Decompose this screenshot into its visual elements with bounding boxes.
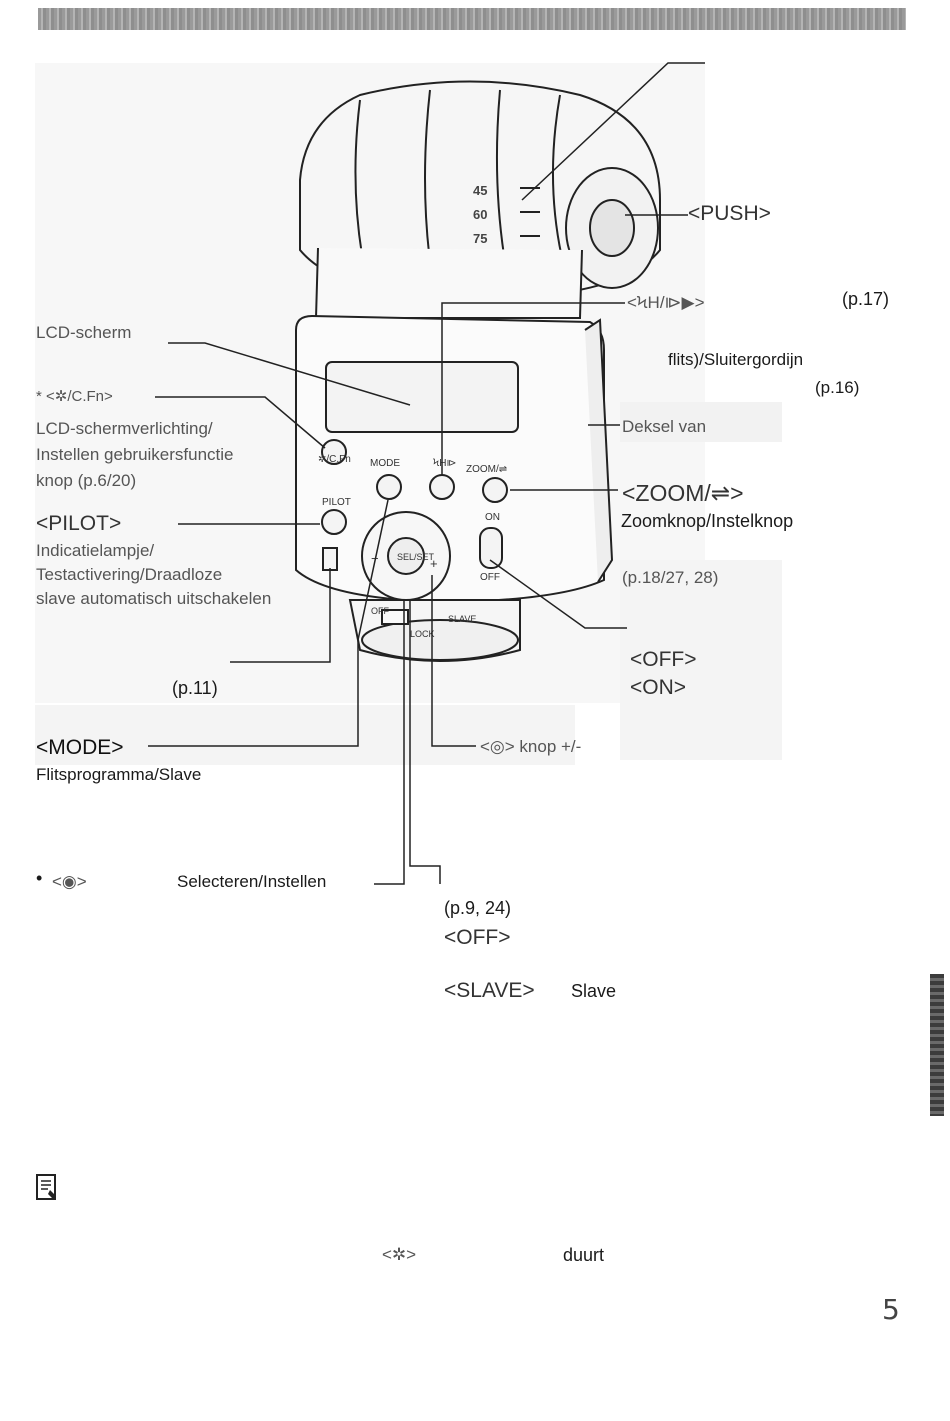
- pilot-button: [321, 509, 347, 535]
- zoom-label: <ZOOM/⇌>: [622, 480, 744, 506]
- select-desc: Selecteren/Instellen: [177, 872, 327, 891]
- svg-text:MODE: MODE: [370, 458, 400, 469]
- pilot-desc-2: Testactivering/Draadloze: [36, 565, 223, 584]
- zoom-scale-60: 60: [473, 207, 487, 222]
- bullet: •: [36, 868, 43, 888]
- cover-label: Deksel van: [622, 417, 707, 436]
- zoom-desc: Zoomknop/Instelknop: [621, 511, 794, 531]
- slave-label: <SLAVE>: [444, 979, 535, 1002]
- curtain-label: flits)/Sluitergordijn: [668, 350, 804, 369]
- svg-text:OFF: OFF: [371, 606, 389, 616]
- curtain-page-ref: (p.16): [815, 378, 860, 397]
- label-backdrop-2: [620, 560, 782, 760]
- power-switch: [479, 527, 503, 569]
- svg-text:SLAVE: SLAVE: [448, 614, 476, 624]
- svg-text:LOCK: LOCK: [410, 629, 435, 639]
- mode-button: [376, 474, 402, 500]
- mount-off-label: <OFF>: [444, 926, 511, 949]
- light-desc-3: knop (p.6/20): [36, 471, 137, 490]
- label-backdrop-3: [35, 705, 575, 765]
- zoom-scale-45: 45: [473, 183, 487, 198]
- section-tab: [930, 974, 944, 1116]
- svg-text:SEL/SET: SEL/SET: [397, 552, 435, 562]
- zoom-scale-75: 75: [473, 231, 487, 246]
- svg-text:PILOT: PILOT: [322, 497, 351, 508]
- power-page-ref: (p.18/27, 28): [622, 568, 719, 587]
- flash-head: [299, 80, 661, 319]
- svg-text:ON: ON: [485, 512, 500, 523]
- light-cfn-label: * <✲/C.Fn>: [36, 388, 113, 405]
- mode-label: <MODE>: [36, 736, 124, 759]
- lcd-label: LCD-scherm: [36, 323, 132, 342]
- mount-page-ref: (p.9, 24): [444, 898, 512, 918]
- hss-page-ref: (p.17): [842, 289, 890, 309]
- power-on-label: <ON>: [630, 676, 687, 699]
- svg-text:OFF: OFF: [480, 572, 500, 583]
- svg-text:✲/C.Fn: ✲/C.Fn: [318, 454, 351, 465]
- dial-label: <◎> knop +/-: [480, 737, 582, 756]
- svg-text:+: +: [430, 556, 438, 571]
- battery-page-ref: (p.11): [172, 678, 218, 698]
- hss-label: <ϞH/⧐▶>: [627, 293, 705, 312]
- battery-latch: [322, 547, 338, 571]
- push-label: <PUSH>: [688, 202, 771, 225]
- mounting-foot: [348, 599, 521, 662]
- light-desc-1: LCD-schermverlichting/: [36, 419, 213, 438]
- slave-desc: Slave: [571, 981, 617, 1001]
- power-off-label: <OFF>: [630, 648, 697, 671]
- header-bar: [38, 8, 906, 30]
- svg-text:ZOOM/⇌: ZOOM/⇌: [466, 464, 507, 475]
- light-cfn-button: [321, 439, 347, 465]
- pilot-desc-3: slave automatisch uitschakelen: [36, 589, 272, 608]
- leader-lines: [148, 62, 705, 885]
- light-desc-2: Instellen gebruikersfunctie: [36, 445, 234, 464]
- page-number: 5: [882, 1293, 900, 1326]
- note-icon: [36, 1174, 56, 1200]
- note-light-symbol: <✲>: [382, 1245, 417, 1264]
- sel-set-button: [387, 537, 425, 575]
- mode-desc: Flitsprogramma/Slave: [36, 765, 202, 784]
- hss-button: [429, 474, 455, 500]
- note-word: duurt: [563, 1245, 605, 1265]
- label-backdrop: [620, 402, 782, 442]
- svg-text:ϞH⧐: ϞH⧐: [433, 458, 456, 469]
- select-label: <◉>: [52, 872, 87, 891]
- pilot-desc-1: Indicatielampje/: [36, 541, 155, 560]
- pilot-label: <PILOT>: [36, 512, 122, 535]
- zoom-button: [482, 477, 508, 503]
